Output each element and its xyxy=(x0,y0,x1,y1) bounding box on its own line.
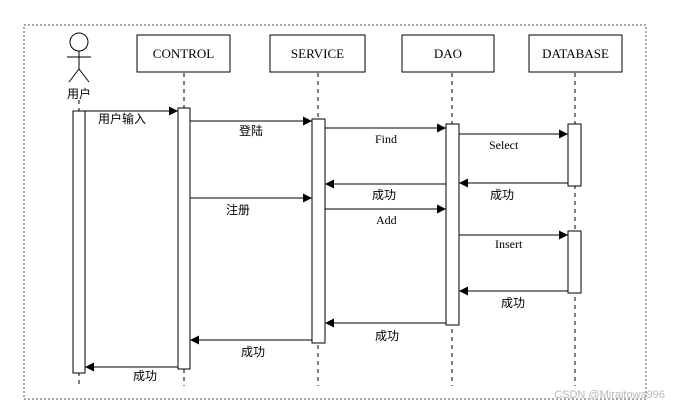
participant-dao: DAO xyxy=(401,34,495,73)
activation-control xyxy=(177,107,191,370)
participant-database: DATABASE xyxy=(528,34,623,73)
participant-control-label: CONTROL xyxy=(153,46,214,61)
participant-control: CONTROL xyxy=(136,34,231,73)
activation-dao xyxy=(445,123,460,326)
message-user-input-label: 用户输入 xyxy=(98,111,146,126)
activation-database-insert xyxy=(567,230,582,294)
activation-service xyxy=(311,118,326,344)
message-find-label: Find xyxy=(375,132,397,146)
participant-database-label: DATABASE xyxy=(542,46,609,61)
message-control-return-label: 成功 xyxy=(133,369,157,383)
message-register-label: 注册 xyxy=(226,202,250,217)
activation-actor xyxy=(72,110,86,374)
watermark: CSDN @Miraitowa996 xyxy=(554,389,665,401)
message-insert-return-label: 成功 xyxy=(501,296,525,310)
message-find-return-label: 成功 xyxy=(372,188,396,202)
message-login-label: 登陆 xyxy=(239,123,263,138)
diagram-frame xyxy=(23,24,647,400)
activation-database-select xyxy=(567,123,582,187)
message-add-label: Add xyxy=(376,213,397,227)
message-add-return-label: 成功 xyxy=(375,329,399,343)
message-service-return-label: 成功 xyxy=(241,345,265,359)
participant-service: SERVICE xyxy=(269,34,366,73)
message-select-return-label: 成功 xyxy=(490,188,514,202)
actor-icon xyxy=(67,32,91,83)
message-insert-label: Insert xyxy=(495,237,523,251)
message-select-label: Select xyxy=(489,138,519,152)
participant-dao-label: DAO xyxy=(434,46,462,61)
actor-label: 用户 xyxy=(67,86,91,101)
participant-service-label: SERVICE xyxy=(291,46,344,61)
